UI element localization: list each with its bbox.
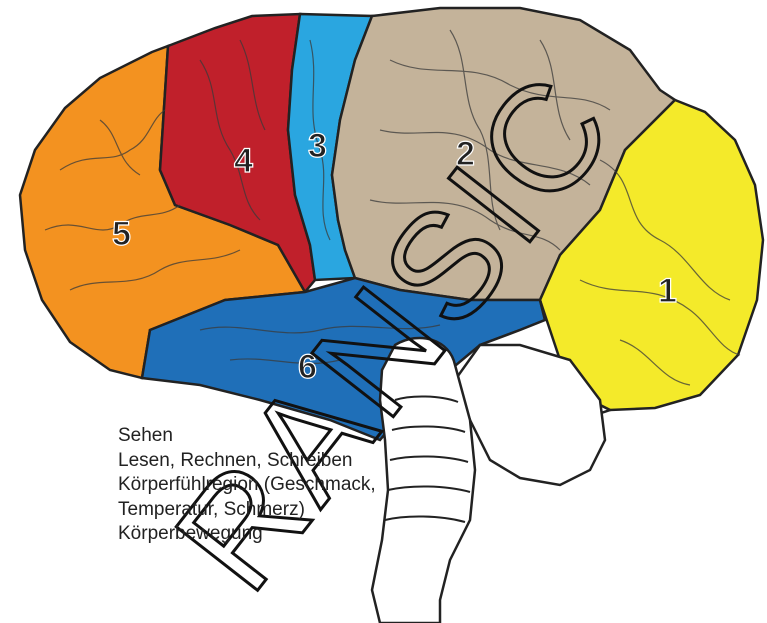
legend: Sehen Lesen, Rechnen, Schreiben Körperfü… — [118, 424, 376, 547]
label-3: 3 — [308, 127, 327, 165]
legend-item: Körperbewegung — [118, 522, 376, 547]
label-5: 5 — [112, 215, 131, 253]
legend-item: Sehen — [118, 424, 376, 449]
legend-item: Temperatur, Schmerz) — [118, 498, 376, 523]
label-4: 4 — [234, 142, 253, 180]
legend-item: Lesen, Rechnen, Schreiben — [118, 449, 376, 474]
legend-item: Körperfühlregion (Geschmack, — [118, 473, 376, 498]
label-1: 1 — [658, 272, 677, 310]
